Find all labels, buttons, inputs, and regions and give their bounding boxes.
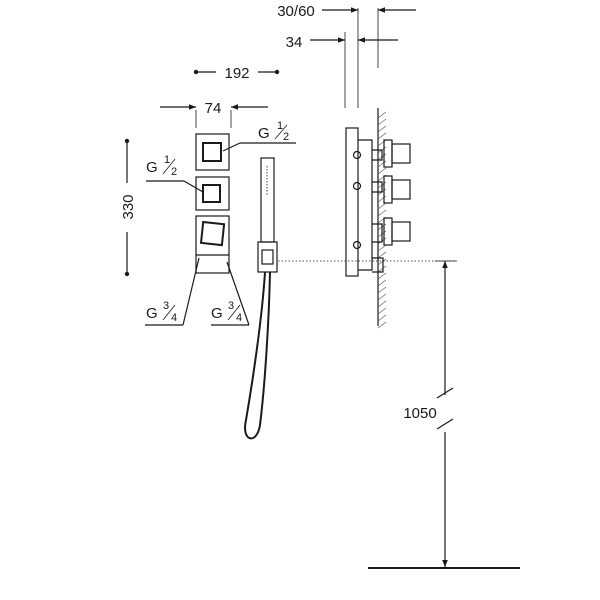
dimension-192: 192 bbox=[193, 65, 280, 82]
dimension-34: 34 bbox=[286, 32, 398, 108]
dimension-30-60: 30/60 bbox=[277, 3, 416, 108]
side-view bbox=[345, 108, 411, 329]
wall-hatch-line bbox=[377, 258, 387, 266]
dimension-1050: 1050 bbox=[403, 260, 457, 567]
wall-hatch-line bbox=[377, 279, 387, 287]
wall-hatch-line bbox=[377, 300, 387, 308]
wall-hatch-line bbox=[377, 202, 387, 210]
wall-hatch-line bbox=[377, 160, 387, 168]
wall-hatch-line bbox=[377, 118, 387, 126]
wall-hatch-line bbox=[377, 209, 387, 217]
svg-text:4: 4 bbox=[236, 312, 242, 324]
svg-text:G: G bbox=[258, 125, 270, 142]
connection-bottom-left: G 3 4 bbox=[145, 257, 200, 326]
hand-shower bbox=[244, 157, 278, 440]
wall-hatch-line bbox=[377, 314, 387, 322]
svg-text:G: G bbox=[211, 305, 223, 322]
dimension-34-label: 34 bbox=[286, 34, 303, 51]
connection-middle-left: G 1 2 bbox=[146, 154, 204, 193]
wall-hatch-line bbox=[377, 251, 387, 259]
svg-text:3: 3 bbox=[228, 300, 234, 312]
wall-hatch-line bbox=[377, 244, 387, 252]
svg-text:2: 2 bbox=[283, 131, 289, 143]
dimension-330-label: 330 bbox=[120, 194, 137, 219]
dimension-74: 74 bbox=[160, 100, 268, 128]
dimension-74-label: 74 bbox=[205, 100, 222, 117]
wall-hatch-line bbox=[377, 293, 387, 301]
wall-hatch-line bbox=[377, 139, 387, 147]
connection-top-right: G 1 2 bbox=[222, 120, 296, 152]
wall-hatch-line bbox=[377, 286, 387, 294]
svg-text:G: G bbox=[146, 159, 158, 176]
dimension-330: 330 bbox=[120, 138, 137, 277]
wall-hatch-line bbox=[377, 272, 387, 280]
wall-hatch-line bbox=[377, 167, 387, 175]
wall-hatch-line bbox=[377, 111, 387, 119]
wall-hatch-line bbox=[377, 307, 387, 315]
svg-text:2: 2 bbox=[171, 166, 177, 178]
svg-text:1: 1 bbox=[277, 120, 283, 132]
dimension-30-60-label: 30/60 bbox=[277, 3, 315, 20]
dimension-1050-label: 1050 bbox=[403, 405, 436, 422]
wall-hatch-line bbox=[377, 132, 387, 140]
svg-text:3: 3 bbox=[163, 300, 169, 312]
svg-text:G: G bbox=[146, 305, 158, 322]
wall-hatch-line bbox=[377, 321, 387, 329]
wall-hatch-line bbox=[377, 265, 387, 273]
wall-hatch-line bbox=[377, 125, 387, 133]
dimension-192-label: 192 bbox=[224, 65, 249, 82]
svg-text:1: 1 bbox=[164, 154, 170, 166]
wall-hatch-line bbox=[377, 195, 387, 203]
connection-bottom-right: G 3 4 bbox=[211, 261, 250, 326]
svg-text:4: 4 bbox=[171, 312, 177, 324]
front-view bbox=[195, 133, 230, 274]
